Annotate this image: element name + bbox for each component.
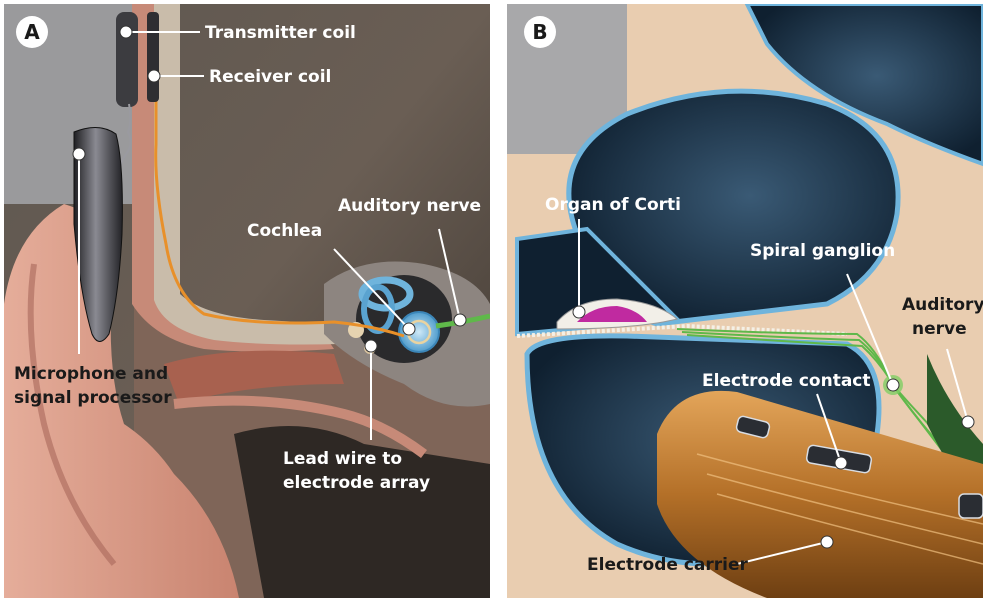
- label-organ-of-corti: Organ of Corti: [545, 195, 681, 215]
- panel-letter: B: [532, 20, 547, 44]
- label-auditory-nerve: Auditory nerve: [338, 196, 481, 216]
- transmitter-coil-marker: [120, 26, 132, 38]
- label-electrode-carrier: Electrode carrier: [587, 555, 749, 575]
- receiver-coil-marker: [148, 70, 160, 82]
- label-lead-line1: Lead wire to: [283, 449, 402, 469]
- panel-letter: A: [24, 20, 40, 44]
- spiral-ganglion-marker: [887, 379, 899, 391]
- organ-of-corti-marker: [573, 306, 585, 318]
- label-auditory-nerve-line2: nerve: [912, 319, 967, 339]
- ear-anatomy-illustration: A Transmitter coil Receiver coil Cochlea…: [4, 4, 490, 598]
- label-auditory-nerve-line1: Auditory: [902, 295, 983, 315]
- label-microphone-line1: Microphone and: [14, 364, 168, 384]
- receiver-coil-body: [147, 12, 159, 102]
- label-transmitter-coil: Transmitter coil: [205, 23, 356, 43]
- label-receiver-coil: Receiver coil: [209, 67, 331, 87]
- electrode-contact-marker: [835, 457, 847, 469]
- label-microphone-line2: signal processor: [14, 388, 172, 408]
- auditory-nerve-marker: [962, 416, 974, 428]
- label-lead-line2: electrode array: [283, 473, 430, 493]
- panel-a: A Transmitter coil Receiver coil Cochlea…: [4, 4, 490, 598]
- processor-marker: [73, 148, 85, 160]
- cochlea-cross-section-illustration: B Organ of Corti Spiral ganglion Auditor…: [507, 4, 983, 598]
- auditory-nerve-marker: [454, 314, 466, 326]
- label-cochlea: Cochlea: [247, 221, 322, 241]
- lead-wire-marker: [365, 340, 377, 352]
- label-spiral-ganglion: Spiral ganglion: [750, 241, 895, 261]
- label-electrode-contact: Electrode contact: [702, 371, 871, 391]
- panel-b: B Organ of Corti Spiral ganglion Auditor…: [507, 4, 983, 598]
- cochlea-marker: [403, 323, 415, 335]
- electrode-carrier-marker: [821, 536, 833, 548]
